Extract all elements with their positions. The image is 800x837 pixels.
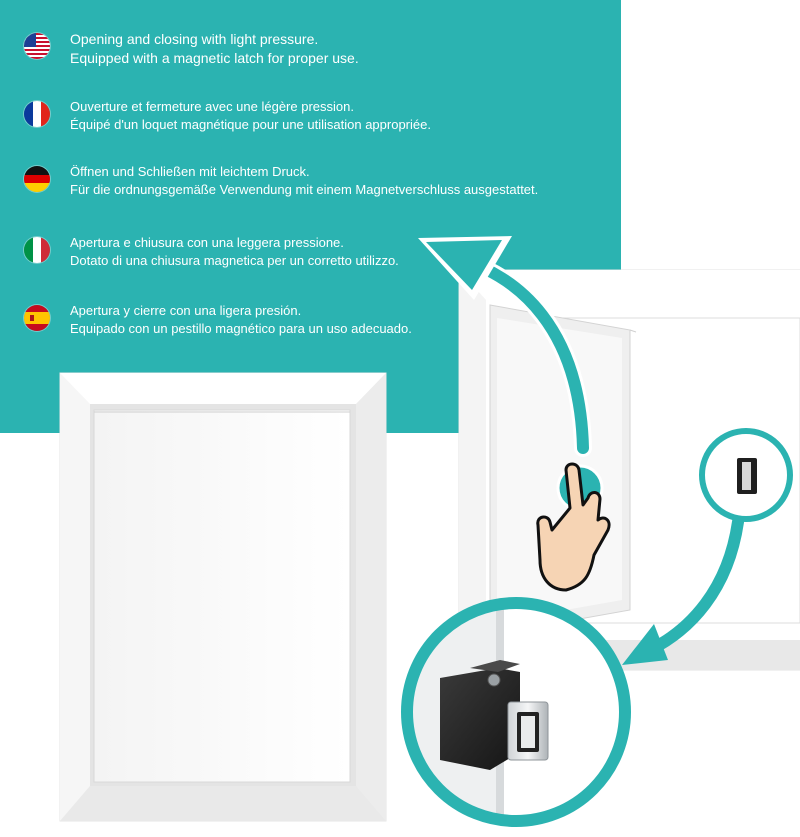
language-line-1: Öffnen und Schließen mit leichtem Druck.	[70, 164, 310, 179]
curved-arrow-up-icon	[418, 236, 592, 457]
language-line-2: Equipped with a magnetic latch for prope…	[70, 50, 359, 66]
curved-arrow-down-icon	[622, 516, 744, 665]
language-row-fr: Ouverture et fermeture avec une légère p…	[24, 98, 431, 134]
magnetic-latch-closeup	[401, 597, 631, 827]
italy-flag-icon	[24, 237, 50, 263]
language-line-2: Dotato di una chiusura magnetica per un …	[70, 253, 399, 268]
language-line-1: Opening and closing with light pressure.	[70, 31, 319, 47]
hand-press-icon	[536, 462, 611, 592]
us-flag-icon	[24, 33, 50, 59]
language-line-1: Apertura y cierre con una ligera presión…	[70, 303, 302, 318]
language-line-1: Apertura e chiusura con una leggera pres…	[70, 235, 344, 250]
spain-flag-icon	[24, 305, 50, 331]
language-row-it: Apertura e chiusura con una leggera pres…	[24, 234, 399, 270]
language-line-2: Für die ordnungsgemäße Verwendung mit ei…	[70, 182, 539, 197]
language-row-en: Opening and closing with light pressure.…	[24, 30, 359, 68]
language-line-2: Equipado con un pestillo magnético para …	[70, 321, 412, 336]
language-row-es: Apertura y cierre con una ligera presión…	[24, 302, 412, 338]
latch-detail-circle	[699, 428, 793, 522]
closed-access-panel	[59, 372, 387, 822]
language-line-1: Ouverture et fermeture avec une légère p…	[70, 99, 354, 114]
language-line-2: Équipé d'un loquet magnétique pour une u…	[70, 117, 431, 132]
germany-flag-icon	[24, 166, 50, 192]
france-flag-icon	[24, 101, 50, 127]
language-row-de: Öffnen und Schließen mit leichtem Druck.…	[24, 163, 538, 199]
